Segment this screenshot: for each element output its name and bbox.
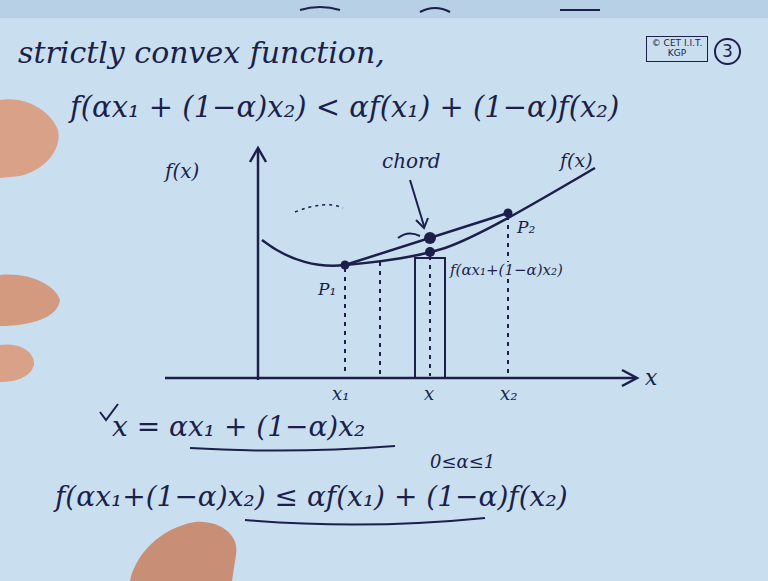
point-label: P₂ bbox=[515, 218, 537, 237]
title-text: strictly convex function, bbox=[18, 36, 385, 69]
underline bbox=[190, 446, 395, 451]
arrowhead bbox=[416, 218, 428, 228]
pointer-curl bbox=[398, 233, 420, 238]
arrowhead bbox=[250, 148, 266, 162]
node-text: © CET I.I.T. KGP bbox=[649, 39, 705, 59]
point bbox=[341, 261, 350, 270]
range-condition: 0≤α≤1 bbox=[430, 452, 495, 472]
node-text: 3 bbox=[722, 42, 733, 61]
hand-finger bbox=[0, 344, 34, 382]
curve-label: f(x) bbox=[560, 150, 593, 171]
point bbox=[504, 209, 513, 218]
dotted-line bbox=[344, 268, 346, 376]
curve-point bbox=[425, 247, 435, 257]
hand-finger bbox=[0, 275, 60, 326]
cut-off-writing bbox=[300, 7, 600, 12]
dotted-line bbox=[507, 216, 509, 376]
point-value-label: f(αx₁+(1−α)x₂) bbox=[448, 262, 565, 279]
axis-tick-label: x₂ bbox=[500, 384, 517, 404]
paper-edge bbox=[0, 0, 768, 18]
strip-box bbox=[415, 258, 445, 378]
axis-tick-label: x bbox=[424, 384, 434, 404]
chord-label: chord bbox=[382, 150, 441, 172]
axis-label: x bbox=[645, 366, 657, 390]
x-axis bbox=[165, 377, 635, 380]
pointer-arrow bbox=[410, 180, 424, 226]
convex-curve bbox=[262, 168, 595, 266]
y-axis bbox=[257, 150, 260, 380]
dotted-line bbox=[379, 262, 381, 376]
point-label: P₁ bbox=[318, 280, 336, 299]
hand-finger bbox=[0, 99, 59, 178]
chord-point bbox=[424, 232, 436, 244]
arrowhead bbox=[622, 370, 637, 386]
dotted-line bbox=[295, 205, 343, 212]
underline bbox=[245, 518, 485, 525]
inequality: f(αx₁+(1−α)x₂) ≤ αf(x₁) + (1−α)f(x₂) bbox=[55, 482, 568, 513]
inequality: f(αx₁ + (1−α)x₂) < αf(x₁) + (1−α)f(x₂) bbox=[70, 92, 619, 124]
logo-box: © CET I.I.T. KGP bbox=[646, 36, 708, 62]
definition: x = αx₁ + (1−α)x₂ bbox=[112, 412, 365, 443]
axis-tick-label: x₁ bbox=[332, 384, 349, 404]
hand-finger bbox=[130, 522, 237, 581]
page-number-circle: 3 bbox=[714, 38, 741, 65]
axis-label: f(x) bbox=[165, 160, 199, 182]
